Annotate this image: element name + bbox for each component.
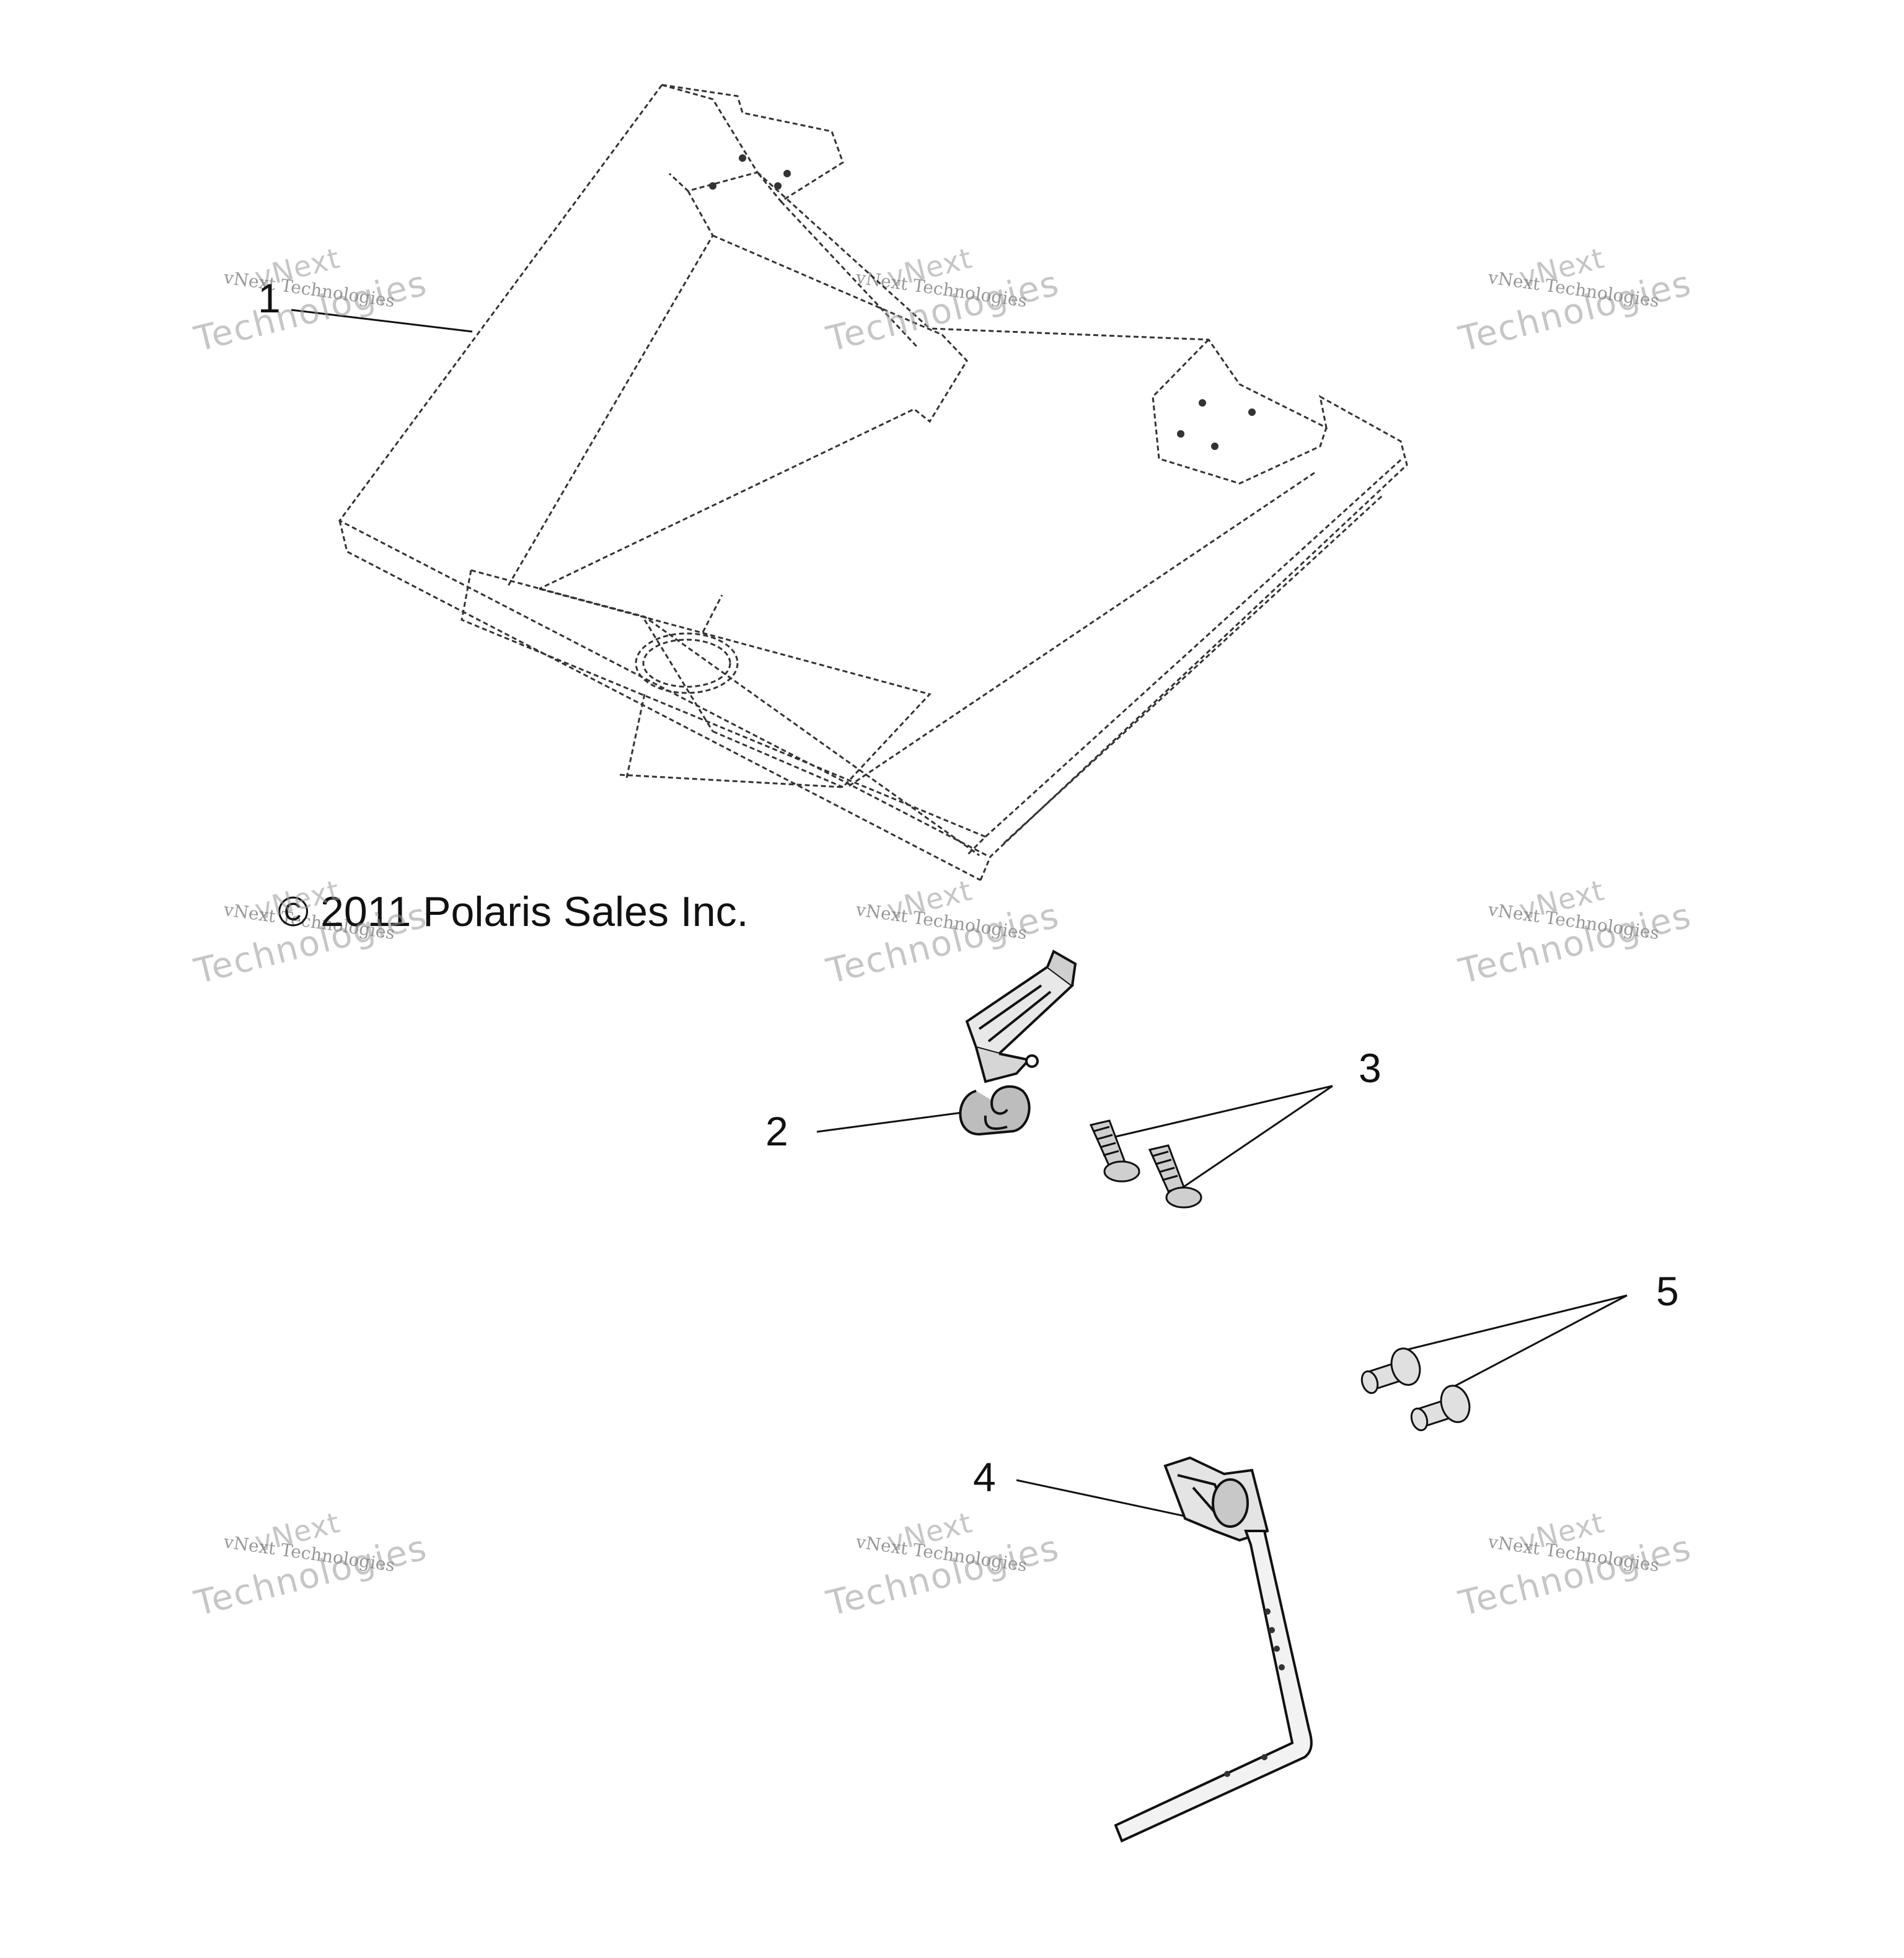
bolt-1: [1360, 1347, 1421, 1395]
leader-line-5b: [1450, 1294, 1628, 1390]
leader-line-4: [1016, 1479, 1197, 1520]
copyright-text: © 2011 Polaris Sales Inc.: [278, 888, 749, 935]
leader-line-1: [291, 309, 473, 333]
part-4-strap-holes: [1224, 1608, 1285, 1777]
leader-line-3b: [1180, 1085, 1333, 1190]
part-1-panel: [338, 84, 1408, 881]
callout-2: 2: [765, 1108, 788, 1154]
leader-line-5a: [1400, 1294, 1628, 1352]
callout-5: 5: [1656, 1268, 1679, 1314]
bolt-2: [1410, 1385, 1471, 1432]
screw-2: [1148, 1144, 1202, 1209]
leader-lines: [291, 309, 1628, 1520]
part-1-mount-holes: [709, 154, 1256, 450]
leader-line-2: [816, 1109, 977, 1133]
part-5-bolts: [1360, 1347, 1471, 1432]
callout-4: 4: [973, 1454, 996, 1500]
screw-1: [1089, 1119, 1140, 1183]
callout-1: 1: [258, 275, 281, 321]
part-4-latch-strap: [1114, 1456, 1313, 1843]
leader-line-3a: [1112, 1085, 1333, 1139]
part-2-hook-latch: [959, 950, 1077, 1136]
part-3-screws: [1089, 1119, 1202, 1209]
callout-3: 3: [1359, 1045, 1382, 1091]
